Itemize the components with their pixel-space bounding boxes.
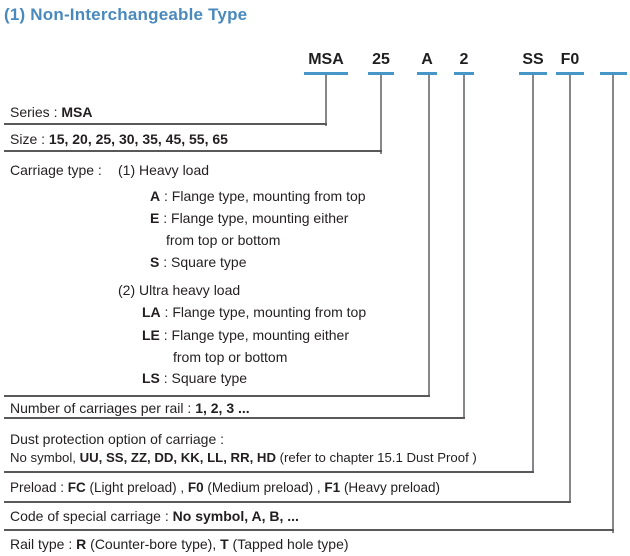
divider-carriage-type — [4, 395, 430, 397]
row-special-carriage: Code of special carriage : No symbol, A,… — [10, 508, 299, 524]
carriage-option-e-continued: from top or bottom — [166, 232, 281, 248]
carriage-option-le: LE : Flange type, mounting either — [142, 327, 349, 343]
connector-line-series — [325, 75, 327, 126]
connector-line-carriage-count — [463, 75, 465, 419]
carriage-option-e: E : Flange type, mounting either — [150, 210, 349, 226]
connector-line-special-carriage — [612, 75, 614, 533]
code-segment-carriage-count-text: 2 — [459, 51, 469, 68]
code-underline-series — [304, 72, 348, 75]
code-segment-preload: F0 — [556, 50, 584, 75]
page-title: (1) Non-Interchangeable Type — [4, 5, 248, 24]
code-segment-dust-protection-text: SS — [522, 51, 544, 68]
code-segment-dust-protection: SS — [519, 50, 547, 75]
row-preload: Preload : FC (Light preload) , F0 (Mediu… — [10, 480, 440, 495]
carriage-option-ls: LS : Square type — [142, 370, 248, 386]
connector-line-preload — [569, 75, 571, 503]
row-rail-type: Rail type : R (Counter-bore type), T (Ta… — [10, 536, 349, 552]
code-segment-special-carriage-text — [600, 50, 627, 70]
row-carriage-count: Number of carriages per rail : 1, 2, 3 .… — [10, 400, 250, 416]
code-segment-series: MSA — [304, 50, 348, 75]
code-underline-special-carriage — [600, 72, 627, 75]
divider-special-carriage — [4, 529, 614, 531]
connector-line-dust-protection — [532, 75, 534, 473]
code-underline-dust-protection — [519, 72, 547, 75]
row-carriage-type-label: Carriage type : — [10, 162, 102, 178]
carriage-option-s: S : Square type — [150, 254, 247, 270]
row-series: Series : MSA — [10, 104, 93, 120]
row-size: Size : 15, 20, 25, 30, 35, 45, 55, 65 — [10, 131, 228, 147]
code-segment-special-carriage — [600, 50, 627, 75]
divider-carriage-count — [4, 417, 465, 419]
carriage-option-la: LA : Flange type, mounting from top — [142, 304, 367, 320]
divider-preload — [4, 501, 571, 503]
connector-line-size — [380, 75, 382, 154]
code-underline-preload — [556, 72, 584, 75]
row-dust-protection-label: Dust protection option of carriage : — [10, 431, 225, 447]
code-segment-carriage-count: 2 — [454, 50, 474, 75]
code-segment-carriage-type: A — [417, 50, 437, 75]
row-dust-protection-options: No symbol, UU, SS, ZZ, DD, KK, LL, RR, H… — [10, 450, 477, 465]
divider-dust-protection — [4, 471, 534, 473]
code-segment-series-text: MSA — [308, 51, 344, 68]
code-segment-preload-text: F0 — [560, 51, 580, 68]
connector-line-carriage-type — [428, 75, 430, 397]
divider-size — [4, 150, 382, 152]
code-segment-carriage-type-text: A — [421, 51, 433, 68]
carriage-option-a: A : Flange type, mounting from top — [150, 188, 366, 204]
code-underline-carriage-type — [417, 72, 437, 75]
code-underline-carriage-count — [454, 72, 474, 75]
carriage-option-le-continued: from top or bottom — [173, 349, 288, 365]
code-segment-size-text: 25 — [372, 51, 390, 68]
carriage-heavy-load-heading: (1) Heavy load — [118, 162, 210, 178]
carriage-ultra-heavy-load-heading: (2) Ultra heavy load — [118, 282, 241, 298]
code-underline-size — [368, 72, 394, 75]
divider-series — [4, 123, 327, 125]
code-segment-size: 25 — [368, 50, 394, 75]
